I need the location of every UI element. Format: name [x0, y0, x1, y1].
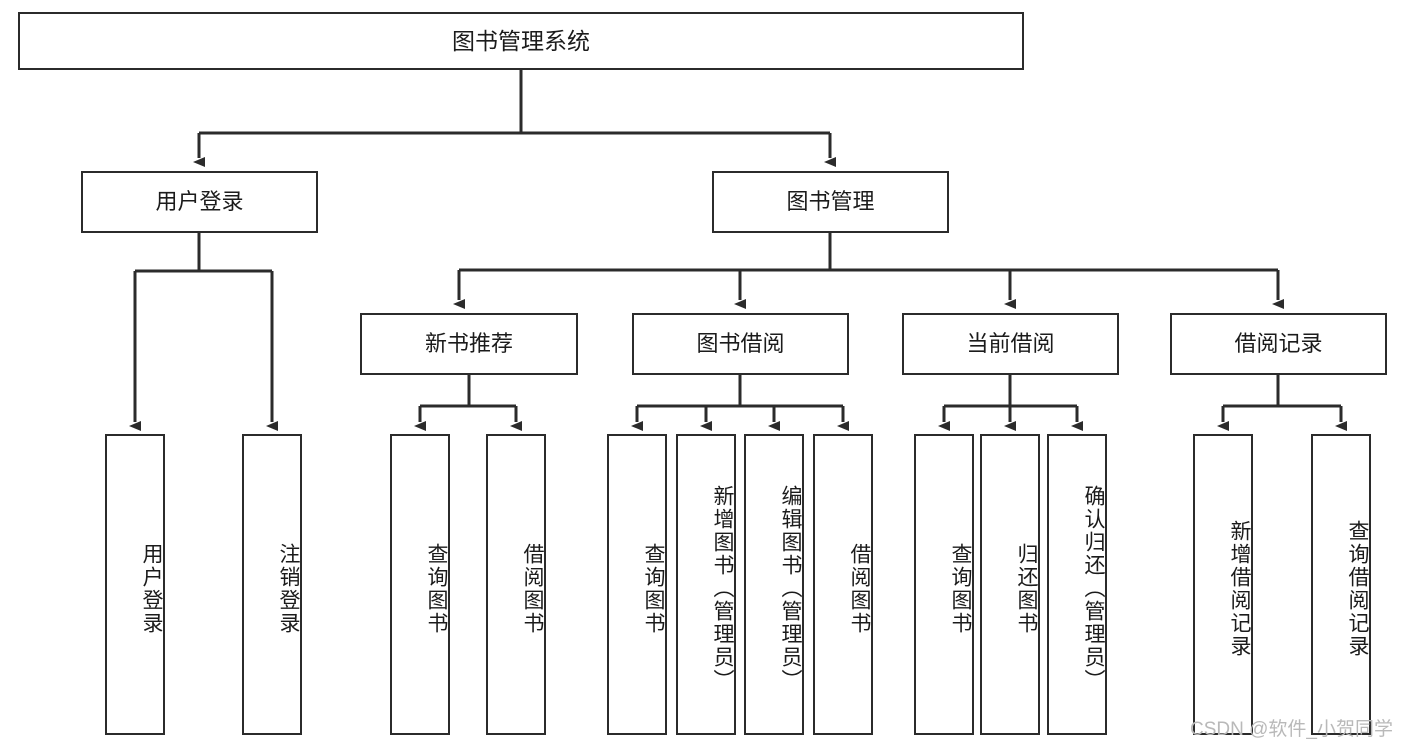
node-book-borrow[interactable]: 图书借阅 — [632, 313, 849, 375]
node-label: 编辑图书（管理员） — [779, 485, 802, 692]
node-label: 查询图书 — [949, 542, 972, 635]
node-label: 查询图书 — [425, 542, 448, 635]
node-label: 查询图书 — [642, 542, 665, 635]
node-label: 注销登录 — [277, 542, 300, 635]
node-label: 新书推荐 — [424, 331, 513, 357]
node-label: 图书管理系统 — [452, 27, 590, 54]
node-label: 确认归还（管理员） — [1082, 485, 1105, 692]
node-label: 借阅图书 — [848, 542, 871, 635]
node-book-manage[interactable]: 图书管理 — [712, 171, 949, 233]
node-borrow-record[interactable]: 借阅记录 — [1170, 313, 1387, 375]
node-label: 借阅图书 — [521, 542, 544, 635]
csdn-watermark: CSDN @软件_小贺同学 — [1190, 719, 1393, 740]
node-current-borrow[interactable]: 当前借阅 — [902, 313, 1119, 375]
node-label: 图书借阅 — [696, 331, 785, 357]
node-label: 新增图书（管理员） — [711, 485, 734, 692]
node-root-system[interactable]: 图书管理系统 — [18, 12, 1024, 70]
node-leaf-add-book[interactable]: 新增图书（管理员） — [676, 434, 736, 735]
node-leaf-edit-book[interactable]: 编辑图书（管理员） — [744, 434, 804, 735]
node-label: 借阅记录 — [1234, 331, 1323, 357]
node-leaf-query-record[interactable]: 查询借阅记录 — [1311, 434, 1371, 735]
node-leaf-add-record[interactable]: 新增借阅记录 — [1193, 434, 1253, 735]
node-leaf-logout-login[interactable]: 注销登录 — [242, 434, 302, 735]
node-leaf-query-book-2[interactable]: 查询图书 — [607, 434, 667, 735]
node-label: 图书管理 — [786, 189, 875, 215]
node-user-login[interactable]: 用户登录 — [81, 171, 318, 233]
node-label: 查询借阅记录 — [1346, 519, 1369, 658]
node-label: 用户登录 — [140, 542, 163, 635]
node-label: 用户登录 — [155, 189, 244, 215]
node-leaf-query-book-3[interactable]: 查询图书 — [914, 434, 974, 735]
node-label: 归还图书 — [1015, 542, 1038, 635]
node-leaf-borrow-book-2[interactable]: 借阅图书 — [813, 434, 873, 735]
node-leaf-borrow-book-1[interactable]: 借阅图书 — [486, 434, 546, 735]
node-label: 新增借阅记录 — [1228, 519, 1251, 658]
node-leaf-query-book-1[interactable]: 查询图书 — [390, 434, 450, 735]
node-leaf-user-login[interactable]: 用户登录 — [105, 434, 165, 735]
node-label: 当前借阅 — [966, 331, 1055, 357]
node-leaf-return-book[interactable]: 归还图书 — [980, 434, 1040, 735]
node-leaf-confirm-return[interactable]: 确认归还（管理员） — [1047, 434, 1107, 735]
node-new-book-recommend[interactable]: 新书推荐 — [360, 313, 578, 375]
